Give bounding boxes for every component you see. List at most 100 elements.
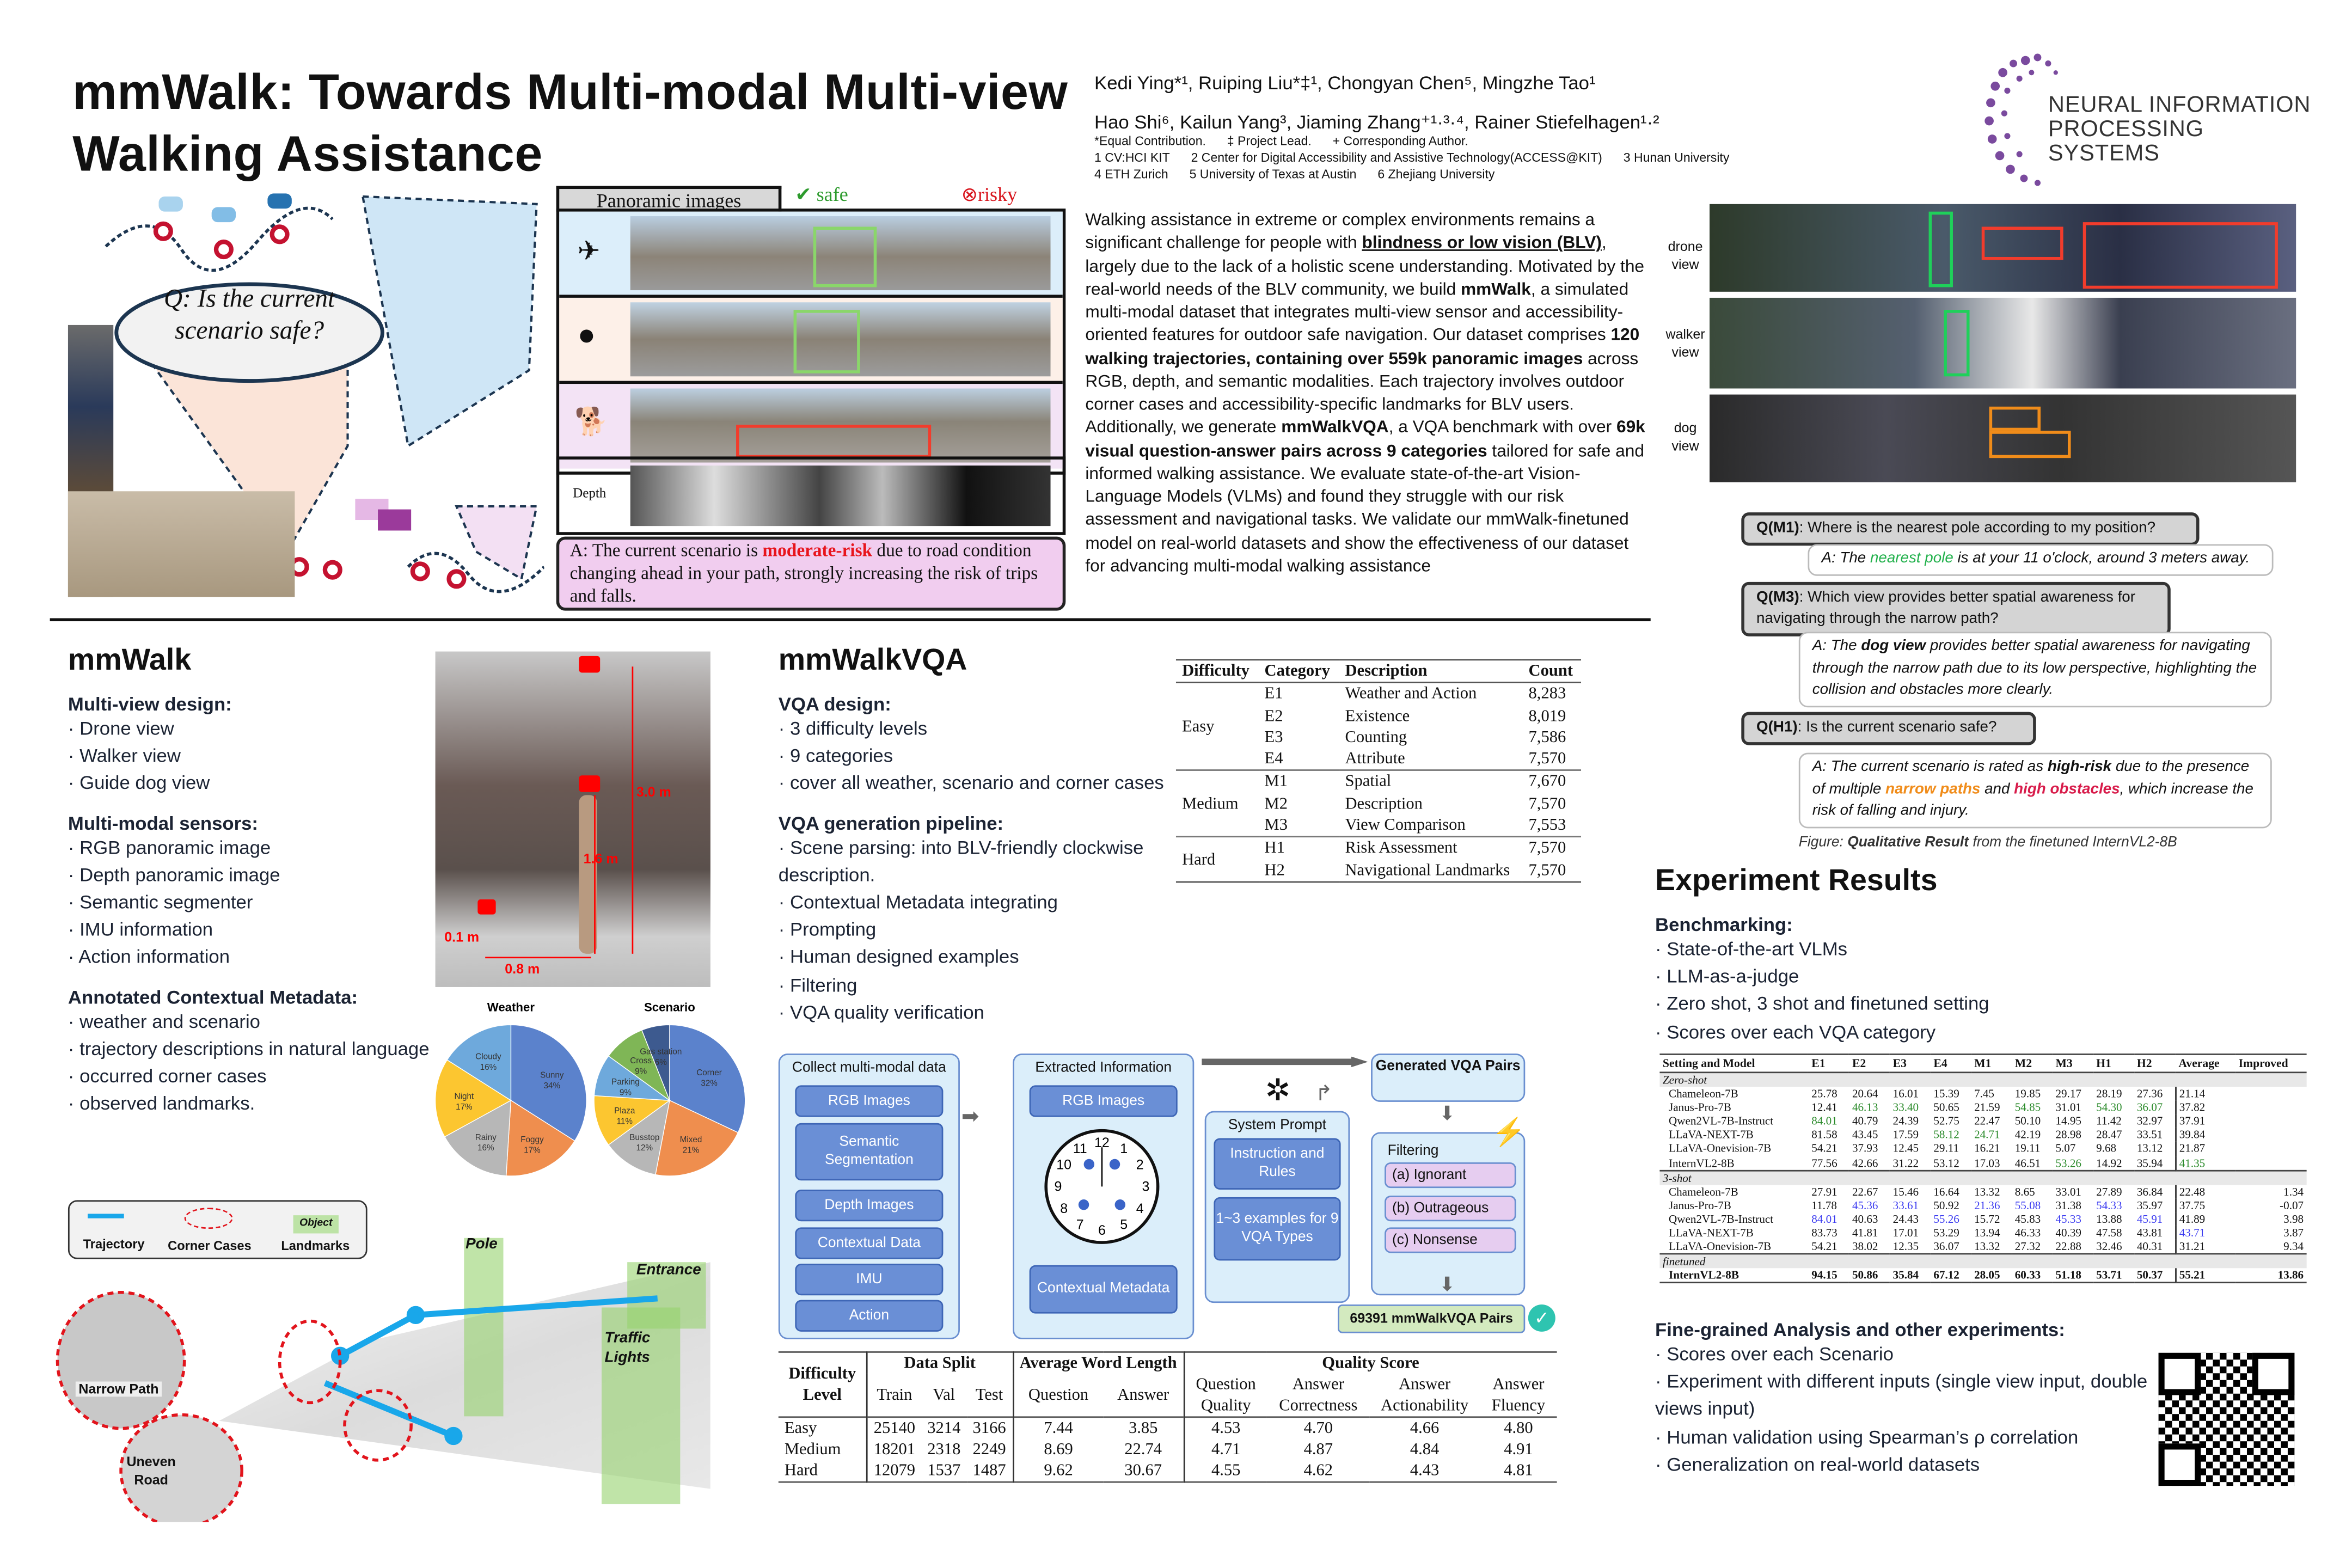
score-cell: 36.84 xyxy=(2136,1184,2163,1198)
list-heading: VQA generation pipeline: xyxy=(778,812,1004,834)
score-cell: 55.26 xyxy=(1933,1212,1959,1226)
pie-value-label: 16% xyxy=(477,1143,494,1153)
table-cell: View Comparison xyxy=(1345,816,1466,835)
collect-semantic: Semantic Segmentation xyxy=(795,1123,944,1181)
list-item: LLM-as-a-judge xyxy=(1655,963,2154,991)
text-segment: A: The current scenario is rated as xyxy=(1812,758,2048,776)
instruction-rules: Instruction and Rules xyxy=(1214,1138,1341,1190)
text-segment: Q(H1) xyxy=(1756,719,1798,737)
pie-slice-night xyxy=(434,1059,512,1137)
text-segment: A: The current scenario is xyxy=(569,540,763,561)
table-cell: 2318 xyxy=(927,1440,961,1459)
view-label-drone: drone view xyxy=(1668,238,1703,272)
score-cell: 41.81 xyxy=(1852,1226,1878,1240)
checkmark-icon: ✓ xyxy=(1528,1304,1555,1332)
table-header: E1 xyxy=(1811,1056,1826,1070)
narrow-path-box xyxy=(1989,406,2041,431)
model-name: InternVL2-8B xyxy=(1669,1155,1735,1169)
depth-row: Depth xyxy=(556,456,1066,535)
section-divider xyxy=(50,618,1651,622)
text-segment: due to the presence of multiple xyxy=(1812,758,2250,798)
table-cell: Description xyxy=(1345,794,1423,813)
score-cell: 37.91 xyxy=(2175,1114,2236,1129)
qr-finder xyxy=(2252,1352,2295,1395)
mmwalkvqa-heading: mmWalkVQA xyxy=(778,644,967,677)
score-cell: 31.22 xyxy=(1892,1155,1919,1169)
list-heading: Multi-modal sensors: xyxy=(68,812,258,834)
qr-code[interactable] xyxy=(2158,1352,2295,1486)
lightning-icon: ⚡ xyxy=(1492,1117,1526,1148)
table-cell: 4.84 xyxy=(1410,1440,1440,1459)
score-cell: 42.19 xyxy=(2014,1128,2041,1142)
score-cell xyxy=(2235,1142,2307,1155)
affiliation: 1 CV:HCI KIT xyxy=(1094,149,1170,165)
system-prompt-title: System Prompt xyxy=(1228,1117,1327,1134)
score-cell: 55.08 xyxy=(2014,1198,2041,1212)
score-cell: 45.91 xyxy=(2136,1212,2163,1226)
text-segment: Q(M1) xyxy=(1756,520,1799,537)
pie-slice-plaza xyxy=(593,1095,671,1146)
score-cell: 14.92 xyxy=(2096,1155,2122,1169)
model-name: LLaVA-NEXT-7B xyxy=(1669,1226,1754,1240)
score-cell: 41.35 xyxy=(2175,1155,2236,1171)
model-name: Chameleon-7B xyxy=(1669,1184,1738,1198)
score-cell: 40.63 xyxy=(1852,1212,1878,1226)
pavement-photo xyxy=(68,491,295,597)
text-segment: tailored for safe and informed walking a… xyxy=(1085,442,1644,576)
table-cell: 4.81 xyxy=(1504,1461,1533,1480)
trajectory-map: Pole Entrance Traffic Lights Narrow Path… xyxy=(53,1232,710,1522)
text-segment: Walking assistance in extreme or complex… xyxy=(1085,211,1595,253)
pie-category-label: Gas station xyxy=(640,1048,682,1057)
view-label-dog: dog view xyxy=(1671,420,1699,454)
affiliation: 6 Zhejiang University xyxy=(1377,166,1495,182)
score-cell: 50.10 xyxy=(2014,1114,2041,1128)
score-cell: 1.34 xyxy=(2283,1184,2304,1198)
list-item: 3 difficulty levels xyxy=(779,715,1174,743)
score-cell: 40.79 xyxy=(1852,1114,1878,1128)
table-cell: Spatial xyxy=(1345,773,1392,792)
arrow-down-icon: ⬇ xyxy=(1439,1272,1456,1296)
text-segment: is at your 11 o'clock, around 3 meters a… xyxy=(1953,550,2250,567)
table-cell: E2 xyxy=(1264,707,1283,725)
dog-height-label: 0.1 m xyxy=(444,929,480,945)
mmwalkvqa-section: mmWalkVQA VQA design:3 difficulty levels… xyxy=(779,644,1174,1026)
teaser-drawing xyxy=(105,193,546,593)
pie-category-label: Mixed xyxy=(680,1135,702,1144)
openai-logo-icon: ✲ xyxy=(1265,1074,1291,1108)
table-cell: 4.80 xyxy=(1504,1419,1533,1438)
authors-line-1: Kedi Ying*¹, Ruiping Liu*‡¹, Chongyan Ch… xyxy=(1094,72,1596,94)
table-subheader: Train xyxy=(877,1386,912,1405)
pie-category-label: Parking xyxy=(611,1077,640,1087)
table-cell: 4.91 xyxy=(1504,1440,1533,1459)
table-cell: 4.87 xyxy=(1303,1440,1333,1459)
logo-line-1: NEURAL INFORMATION xyxy=(2048,92,2311,118)
pie-category-label: Foggy xyxy=(520,1135,544,1144)
score-cell: 54.85 xyxy=(2014,1100,2041,1114)
object-swatch: Object xyxy=(293,1215,339,1234)
list-item: Generalization on real-world datasets xyxy=(1655,1451,2161,1479)
table-subheader: Test xyxy=(966,1374,1014,1417)
table-cell: 7,570 xyxy=(1528,794,1566,813)
list-item: Depth panoramic image xyxy=(68,861,438,889)
score-cell: 27.89 xyxy=(2096,1184,2122,1198)
pie-category-label: Cross xyxy=(630,1056,652,1065)
title-line-1: mmWalk: Towards Multi-modal Multi-view xyxy=(72,63,1068,120)
score-cell: 15.39 xyxy=(1933,1087,1959,1101)
filter-ignorant: (a) Ignorant xyxy=(1385,1162,1516,1189)
object-marker xyxy=(1078,1199,1089,1210)
score-cell: 22.47 xyxy=(1974,1114,2000,1128)
object-marker xyxy=(1114,1199,1126,1210)
score-cell: 46.13 xyxy=(1852,1100,1878,1114)
qa-caption: Figure: Qualitative Result from the fine… xyxy=(1799,835,2177,852)
score-cell: 13.32 xyxy=(1974,1239,2000,1253)
affiliations: *Equal Contribution.‡ Project Lead.+ Cor… xyxy=(1094,133,1750,183)
list-item: VQA quality verification xyxy=(779,999,1174,1027)
score-cell: 58.12 xyxy=(1933,1128,1959,1142)
note: ‡ Project Lead. xyxy=(1227,133,1312,149)
score-cell: 52.75 xyxy=(1933,1114,1959,1128)
